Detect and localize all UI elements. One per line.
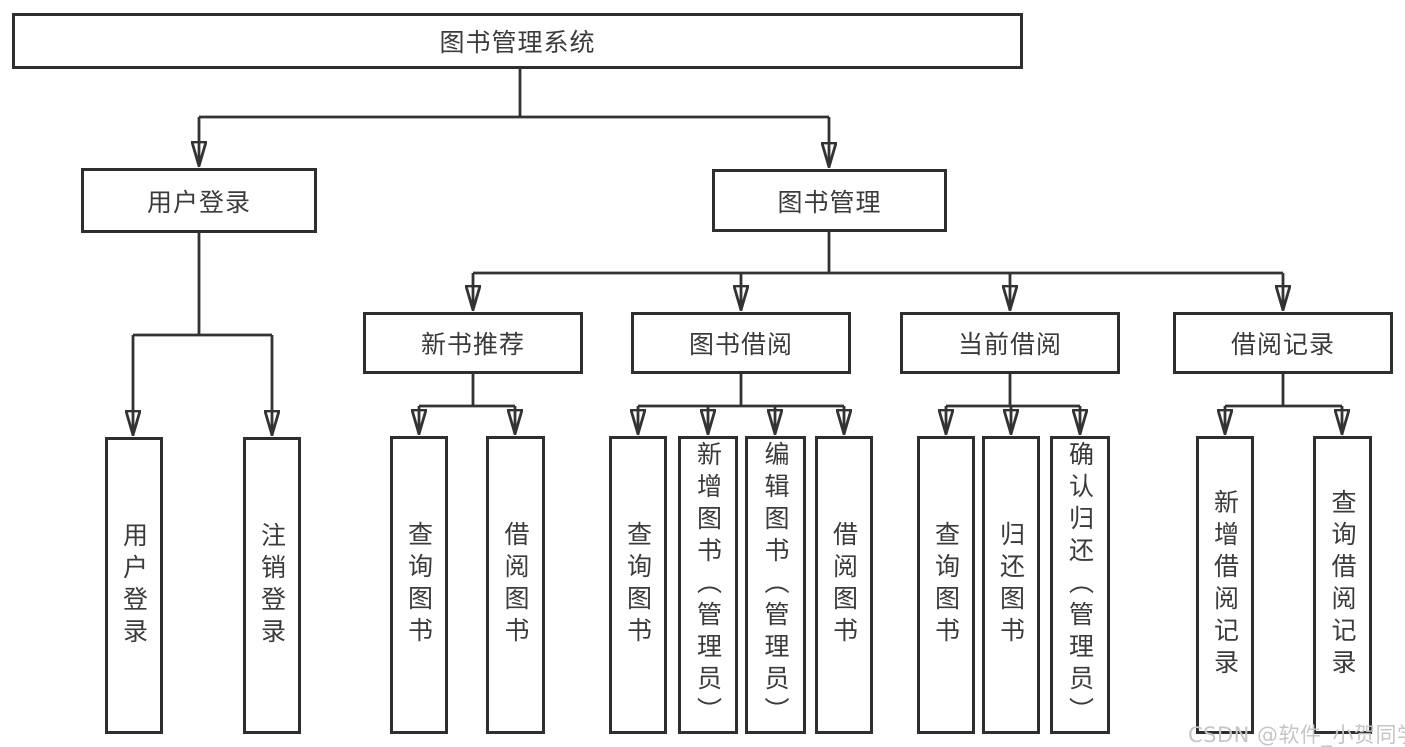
node-leaf-logout-label: 注销登录	[257, 521, 287, 650]
node-leaf-query-books-2-label: 查询图书	[623, 521, 653, 649]
node-book-borrow: 图书借阅	[631, 312, 851, 374]
node-leaf-query-books-3-label: 查询图书	[931, 521, 961, 649]
node-leaf-edit-books-admin: 编辑图书（管理员）	[745, 436, 806, 734]
node-leaf-borrow-books-1-label: 借阅图书	[501, 521, 530, 649]
node-leaf-confirm-return-admin-label: 确认归还（管理员）	[1065, 441, 1095, 729]
node-current-borrow-label: 当前借阅	[957, 330, 1062, 359]
node-leaf-return-books-label: 归还图书	[996, 521, 1026, 649]
node-leaf-query-borrow-record-label: 查询借阅记录	[1328, 489, 1357, 681]
node-leaf-add-books-admin: 新增图书（管理员）	[678, 436, 738, 734]
node-leaf-add-borrow-record-label: 新增借阅记录	[1210, 489, 1240, 681]
node-borrow-records-label: 借阅记录	[1230, 330, 1335, 359]
node-leaf-query-books-2: 查询图书	[609, 436, 667, 734]
node-current-borrow: 当前借阅	[900, 312, 1120, 374]
csdn-watermark: CSDN @软件_小贺同学	[1188, 723, 1405, 747]
node-leaf-borrow-books-2-label: 借阅图书	[829, 521, 859, 649]
node-root-library-system: 图书管理系统	[12, 13, 1023, 69]
node-leaf-query-books-1: 查询图书	[390, 436, 448, 734]
node-leaf-borrow-books-2: 借阅图书	[815, 436, 873, 734]
node-leaf-edit-books-admin-label: 编辑图书（管理员）	[761, 441, 790, 729]
node-borrow-records: 借阅记录	[1173, 312, 1393, 374]
node-leaf-confirm-return-admin: 确认归还（管理员）	[1050, 436, 1110, 734]
node-leaf-add-borrow-record: 新增借阅记录	[1196, 436, 1254, 734]
node-leaf-add-books-admin-label: 新增图书（管理员）	[693, 441, 723, 729]
node-leaf-logout: 注销登录	[243, 437, 301, 734]
node-leaf-borrow-books-1: 借阅图书	[486, 436, 545, 734]
node-leaf-user-login-label: 用户登录	[119, 521, 149, 650]
node-new-book-recommend: 新书推荐	[363, 312, 583, 374]
node-book-management-branch: 图书管理	[712, 169, 947, 232]
node-new-book-recommend-label: 新书推荐	[420, 330, 525, 359]
node-book-management-label: 图书管理	[777, 187, 882, 217]
node-leaf-query-borrow-record: 查询借阅记录	[1313, 436, 1372, 734]
node-user-login-branch: 用户登录	[81, 168, 317, 233]
node-book-borrow-label: 图书借阅	[688, 330, 793, 359]
node-leaf-user-login: 用户登录	[105, 437, 163, 734]
node-leaf-query-books-1-label: 查询图书	[404, 521, 434, 649]
node-leaf-return-books: 归还图书	[982, 436, 1040, 734]
node-leaf-query-books-3: 查询图书	[917, 436, 975, 734]
node-user-login-label: 用户登录	[146, 187, 251, 217]
node-root-label: 图书管理系统	[439, 28, 596, 57]
